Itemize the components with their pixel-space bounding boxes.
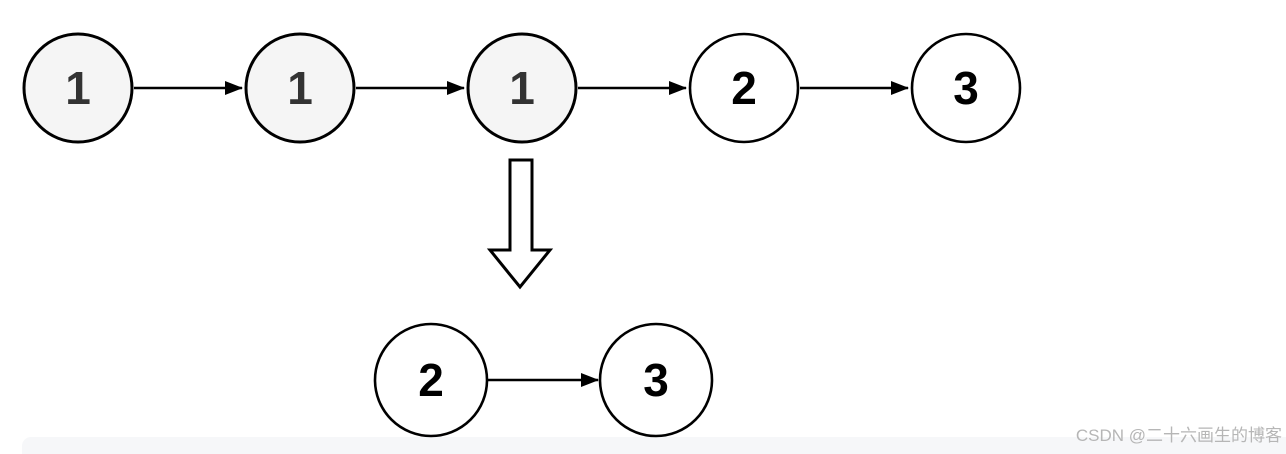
node-value: 1	[509, 62, 535, 114]
node-value: 3	[643, 354, 669, 406]
node-circle	[466, 32, 578, 144]
linked-list-node: 3	[598, 322, 714, 438]
node-circle	[22, 32, 134, 144]
top-list: 1 1 1 2 3	[22, 32, 1022, 144]
linked-list-node: 1	[22, 32, 134, 144]
transform-down-arrow-icon	[486, 158, 554, 290]
linked-list-node: 2	[373, 322, 489, 438]
linked-list-node: 1	[244, 32, 356, 144]
node-circle	[373, 322, 489, 438]
bottom-list: 2 3	[373, 322, 714, 438]
node-value: 3	[953, 62, 979, 114]
watermark: CSDN @二十六画生的博客	[1075, 426, 1282, 445]
node-circle	[598, 322, 714, 438]
node-value: 2	[418, 354, 444, 406]
panel-edge	[22, 437, 1286, 454]
linked-list-node: 3	[910, 32, 1022, 144]
node-circle	[244, 32, 356, 144]
node-circle	[910, 32, 1022, 144]
node-value: 1	[65, 62, 91, 114]
linked-list-node: 1	[466, 32, 578, 144]
node-value: 1	[287, 62, 313, 114]
node-circle	[688, 32, 800, 144]
linked-list-node: 2	[688, 32, 800, 144]
node-value: 2	[731, 62, 757, 114]
